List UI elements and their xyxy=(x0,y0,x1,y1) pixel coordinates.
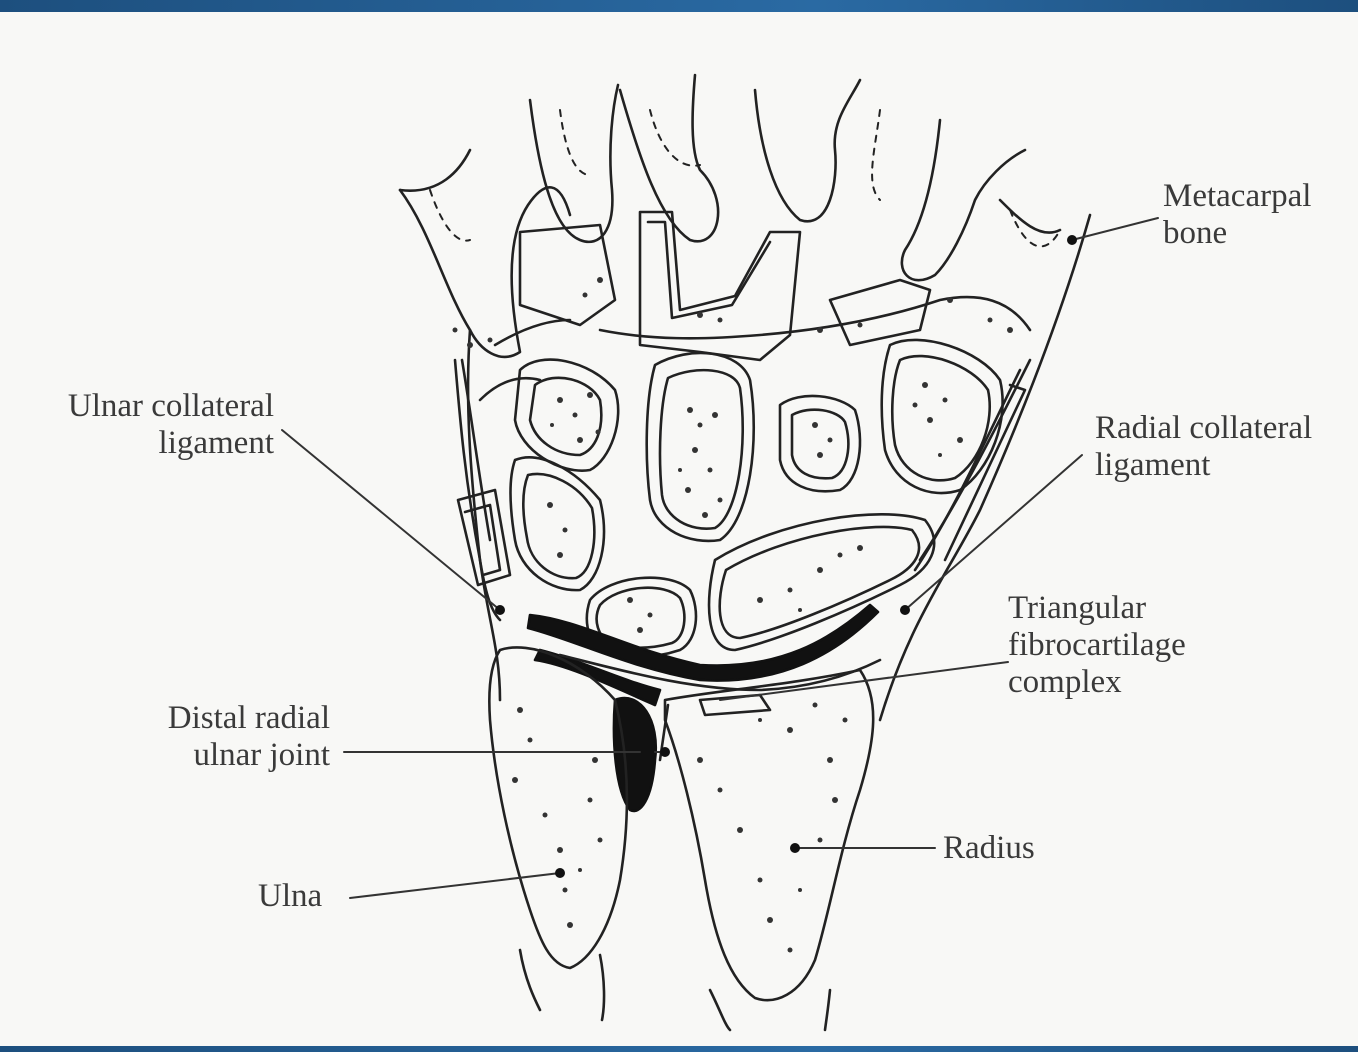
ulna-bone xyxy=(489,647,627,968)
label-ulna: Ulna xyxy=(258,878,322,915)
carpal-row-outline xyxy=(495,297,1030,345)
metacarpal-bones xyxy=(400,75,1060,357)
radius-shaft xyxy=(710,990,830,1030)
label-distal-radial-ulnar-joint: Distal radial ulnar joint xyxy=(110,700,330,774)
label-metacarpal-bone: Metacarpal bone xyxy=(1163,178,1311,252)
label-radius: Radius xyxy=(943,830,1035,867)
label-ulnar-collateral-ligament: Ulnar collateral ligament xyxy=(18,388,274,462)
radial-collateral-ligament xyxy=(915,360,1030,570)
radius-bone xyxy=(665,670,873,1000)
label-triangular-fibrocartilage-complex: Triangular fibrocartilage complex xyxy=(1008,590,1186,701)
ulna-shaft xyxy=(520,950,604,1020)
bottom-frame-bar xyxy=(0,1046,1358,1052)
label-radial-collateral-ligament: Radial collateral ligament xyxy=(1095,410,1312,484)
